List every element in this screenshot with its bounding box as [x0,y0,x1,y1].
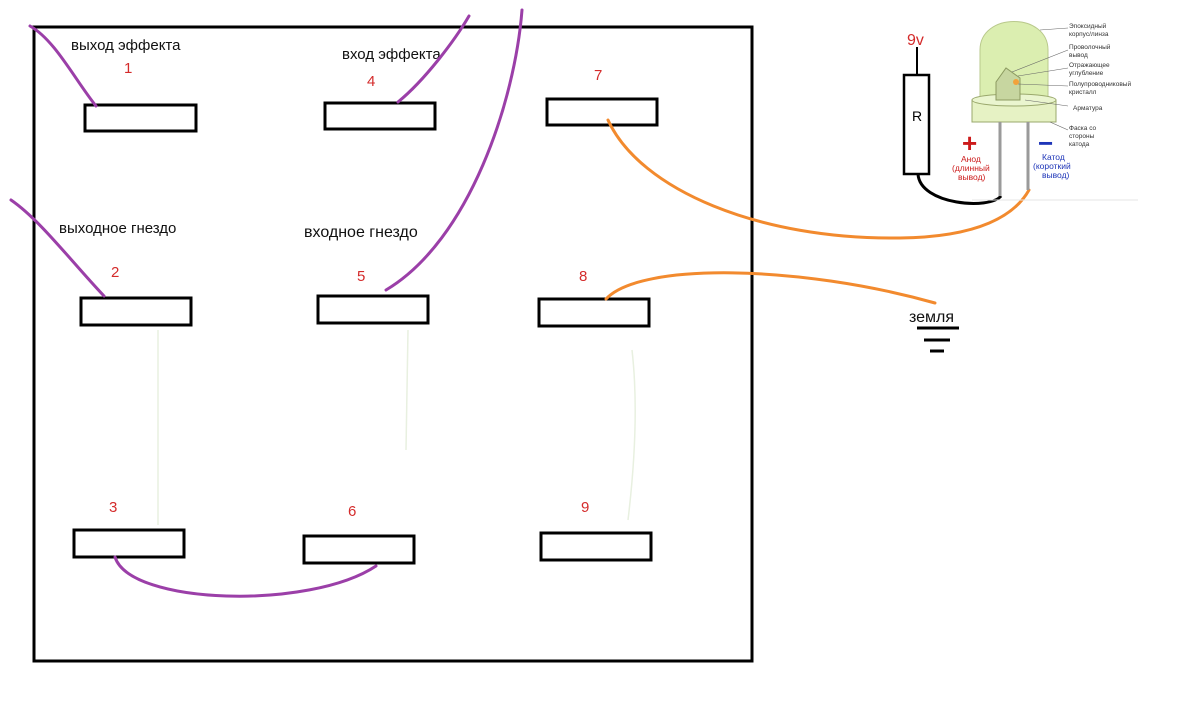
label-effect-output: выход эффекта [71,37,181,54]
resistor-label: R [912,108,922,124]
switch-body [32,25,754,663]
terminal-1 [83,103,198,133]
terminal-number-8: 8 [579,268,587,285]
anode-label-1: Анод [961,154,981,164]
label-input-jack: входное гнездо [304,224,418,241]
label-output-jack: выходное гнездо [59,220,176,237]
terminal-number-3: 3 [109,499,117,516]
terminal-number-7: 7 [594,67,602,84]
wire-7-to-led-cathode [606,118,1031,240]
wire-input-jack [384,8,524,292]
cathode-label-2: (короткий [1033,161,1071,171]
plus-sign: + [962,128,977,158]
terminal-7 [545,97,659,127]
terminal-number-2: 2 [111,264,119,281]
minus-sign: − [1038,128,1053,158]
annotation-lens-1: Эпоксидный [1069,22,1107,30]
annotation-frame: Арматура [1073,105,1103,112]
wire-8-to-ground [604,271,937,305]
wire-effect-output [28,24,98,108]
annotation-bevel-2: стороны [1069,133,1095,140]
terminal-6 [302,534,416,565]
terminal-2 [79,296,193,327]
terminal-number-5: 5 [357,268,365,285]
wire-effect-input [396,14,471,104]
label-effect-input: вход эффекта [342,46,441,63]
terminal-3 [72,528,186,559]
terminal-8 [537,297,651,328]
annotation-wire-1: Проволочный [1069,43,1111,51]
anode-label-2: (длинный [952,163,990,173]
annotation-wire-2: вывод [1069,52,1088,59]
faint-guides [157,329,636,525]
terminal-number-1: 1 [124,60,132,77]
annotation-chip-1: Полупроводниковый [1069,80,1131,88]
terminal-9 [539,531,653,562]
cathode-label-3: вывод) [1042,170,1070,180]
wire-3-to-6 [113,555,378,598]
terminals [72,97,659,565]
anode-label-3: вывод) [958,172,986,182]
resistor [902,73,931,176]
terminal-number-6: 6 [348,503,356,520]
annotation-reflector-2: углубление [1069,69,1104,77]
terminal-number-9: 9 [581,499,589,516]
orange-wires [604,118,1031,305]
wire-output-jack [9,198,106,298]
purple-wires [9,8,524,598]
supply-label: 9v [907,32,924,49]
led-illustration [971,21,1138,201]
annotation-bevel-3: катода [1069,141,1090,148]
annotation-chip-2: кристалл [1069,89,1097,96]
annotation-lens-2: корпус/линза [1069,31,1109,38]
annotation-bevel-1: Фаска со [1069,125,1097,132]
cathode-label-1: Катод [1042,152,1065,162]
terminal-5 [316,294,430,325]
ground-label: земля [909,309,954,326]
terminal-number-4: 4 [367,73,375,90]
annotation-reflector-1: Отражающее [1069,62,1110,69]
ground-symbol [917,326,959,353]
terminal-4 [323,101,437,131]
